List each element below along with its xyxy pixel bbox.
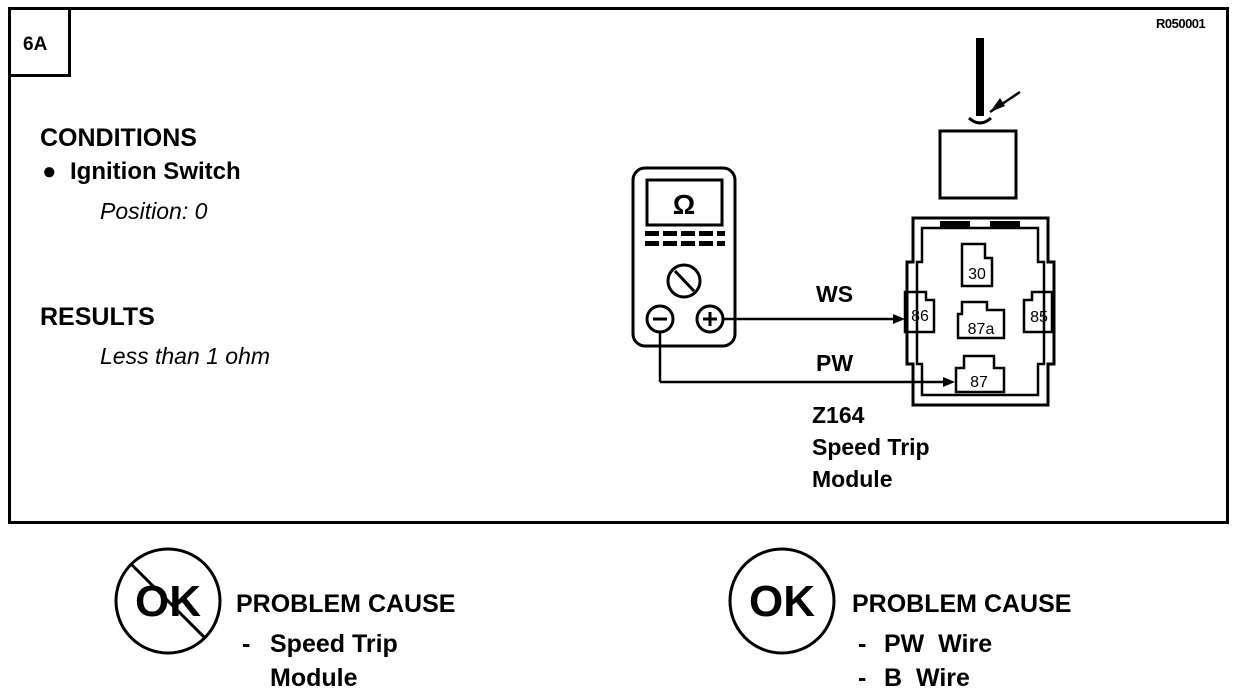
ok-cause-item-2: B Wire (884, 664, 970, 692)
ok-cause-item-1: PW Wire (884, 630, 993, 658)
results-value: Less than 1 ohm (100, 343, 271, 369)
ok-badge: OK (728, 547, 836, 655)
conditions-detail: Position: 0 (100, 198, 208, 224)
ok-cause-dash-1: - (858, 630, 867, 658)
wire-label-pw: PW (816, 350, 854, 376)
pin-87-label: 87 (970, 374, 988, 391)
pin-85-label: 85 (1030, 309, 1048, 326)
ohmmeter: Ω (631, 166, 737, 348)
relay-body (938, 129, 1018, 200)
results-heading: RESULTS (40, 303, 155, 331)
not-ok-badge: OK (114, 547, 222, 655)
pin-30-label: 30 (968, 266, 986, 283)
test-leads (658, 314, 955, 387)
not-ok-cause-item-line2: Module (270, 664, 358, 692)
pin-86-terminal (903, 290, 936, 334)
ok-cause-dash-2: - (858, 664, 867, 692)
step-label: 6A (8, 7, 71, 77)
reference-number: R050001 (1156, 16, 1206, 31)
ok-text: OK (749, 577, 815, 626)
module-name-line1: Speed Trip (812, 434, 930, 460)
not-ok-cause-heading: PROBLEM CAUSE (236, 590, 456, 618)
pin-86-label: 86 (911, 308, 929, 325)
pin-87a-terminal (956, 300, 1006, 340)
module-name-line2: Module (812, 466, 893, 492)
not-ok-cause-dash: - (242, 630, 251, 658)
pin-87a-label: 87a (968, 321, 995, 338)
pin-30-terminal (960, 242, 994, 288)
selector-dial (666, 263, 702, 299)
pin-87-terminal (954, 354, 1006, 394)
pin-85-terminal (1022, 290, 1054, 334)
meter-keypad (645, 231, 725, 246)
wire-label-ws: WS (816, 281, 854, 307)
ok-cause-heading: PROBLEM CAUSE (852, 590, 1072, 618)
diagram-frame (8, 7, 1229, 524)
conditions-heading: CONDITIONS (40, 124, 197, 152)
conditions-item: Ignition Switch (70, 158, 241, 185)
conditions-bullet: ● (42, 158, 57, 185)
removed-relay-indicator (938, 38, 1021, 200)
relay-socket: 30 86 87a 85 87 (903, 216, 1056, 407)
ohm-symbol: Ω (673, 189, 695, 220)
not-ok-cause-item-line1: Speed Trip (270, 630, 398, 658)
module-code: Z164 (812, 402, 865, 428)
